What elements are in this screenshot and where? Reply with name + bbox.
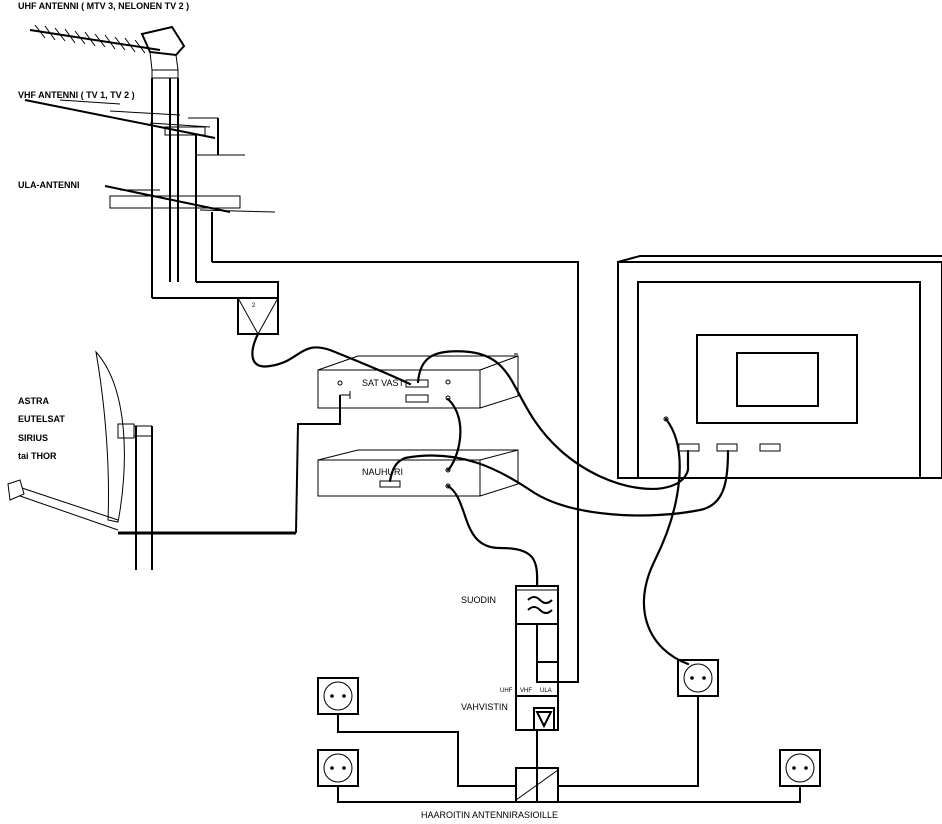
amp-input-ula-label: ULA: [540, 688, 552, 694]
satellite-dish: [7, 350, 341, 570]
filter-label: SUODIN: [461, 595, 496, 605]
amplifier-label: VAHVISTIN: [461, 702, 508, 712]
vhf-antenna: [24, 99, 245, 156]
antenna-mast: [151, 78, 213, 298]
video-recorder-label: NAUHURI: [362, 467, 403, 477]
tv-connector-2: [716, 443, 738, 452]
splitter-label: HAAROITIN ANTENNIRASIOILLE: [421, 810, 558, 820]
wall-outlet: [317, 749, 359, 787]
satellite-receiver-label: SAT VAST: [362, 378, 405, 388]
tv-connector-3: [759, 443, 781, 452]
antenna-feed-cables: [152, 261, 579, 683]
coax-cables: [251, 332, 730, 666]
tv-connector-1: [678, 443, 700, 452]
distribution-cables: [337, 696, 801, 803]
satellite-eutelsat-label: EUTELSAT: [18, 414, 65, 424]
satellite-sirius-label: SIRIUS: [18, 433, 48, 443]
satellite-thor-label: tai THOR: [18, 451, 57, 461]
amp-input-vhf-label: VHF: [520, 688, 532, 694]
amp-input-uhf-label: UHF: [500, 688, 513, 694]
ula-antenna-label: ULA-ANTENNI: [18, 180, 80, 190]
combiner-number: 2: [252, 303, 256, 309]
filter: [515, 585, 559, 625]
uhf-antenna-label: UHF ANTENNI ( MTV 3, NELONEN TV 2 ): [18, 1, 189, 11]
wall-outlet: [779, 749, 821, 787]
ula-antenna: [104, 185, 276, 213]
splitter: [515, 730, 559, 803]
amplifier: [515, 623, 559, 731]
wall-outlet: [677, 659, 719, 697]
combiner-box: 2: [237, 297, 279, 335]
uhf-antenna: [29, 24, 186, 79]
satellite-astra-label: ASTRA: [18, 396, 49, 406]
vhf-antenna-label: VHF ANTENNI ( TV 1, TV 2 ): [18, 90, 135, 100]
wall-outlet: [317, 677, 359, 715]
satellite-receiver: [317, 353, 519, 409]
tv-set: [617, 255, 942, 479]
